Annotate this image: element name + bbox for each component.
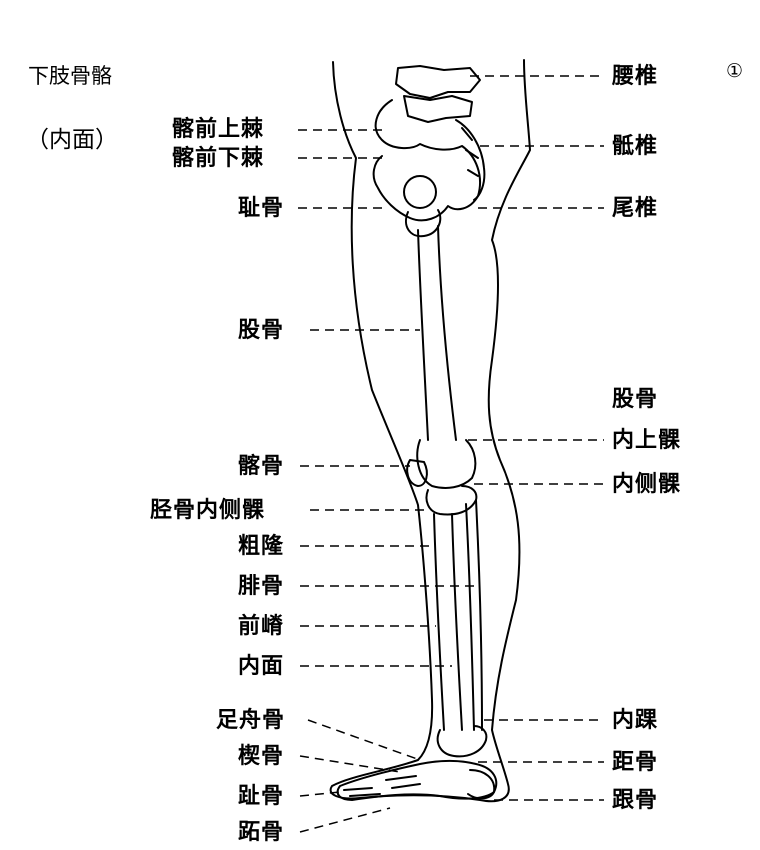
femur-head (405, 209, 442, 238)
figure-title: 下肢骨骼 (28, 64, 112, 88)
label-ilium-superior-spine: 髂前上棘 (172, 116, 265, 142)
label-coccyx: 尾椎 (612, 195, 659, 221)
label-tibia-medial-condyle: 胫骨内侧髁 (150, 497, 266, 523)
figure-subtitle: （内面） (26, 127, 118, 153)
toe-lines (343, 775, 421, 797)
tibia-shaft-left (433, 513, 445, 731)
fibula-shaft (465, 503, 475, 731)
tibia-shaft-right (451, 513, 463, 731)
body-outline-front (329, 59, 531, 803)
label-cuneiform: 楔骨 (238, 743, 285, 769)
label-medial-condyle: 内侧髁 (612, 471, 682, 497)
femur-condyles (416, 439, 477, 489)
sacrum (455, 119, 486, 201)
femur-shaft-right (437, 225, 457, 441)
label-pubis: 耻骨 (238, 195, 285, 221)
label-medial-surface: 内面 (238, 653, 285, 679)
label-talus: 距骨 (612, 749, 659, 775)
acetabulum (403, 175, 437, 209)
label-fibula: 腓骨 (238, 573, 285, 599)
label-patella: 髂骨 (238, 453, 285, 479)
label-femur-heading: 股骨 (612, 386, 659, 412)
leader-phalanges (299, 791, 341, 797)
label-anterior-crest: 前嵴 (238, 613, 285, 639)
pelvis (372, 99, 481, 222)
label-calcaneus: 跟骨 (612, 787, 659, 813)
label-medial-epicondyle: 内上髁 (612, 427, 682, 453)
label-phalanges: 趾骨 (238, 783, 285, 809)
ankle (436, 725, 488, 758)
calcaneus-shape (467, 769, 496, 800)
patella-shape (406, 459, 428, 487)
foot-bones (336, 760, 498, 801)
label-metatarsals: 跖骨 (238, 819, 285, 845)
label-medial-malleolus: 内踝 (612, 707, 659, 733)
tibia-head (425, 485, 478, 516)
leader-cuneiform (299, 755, 401, 773)
label-femur: 股骨 (238, 317, 285, 343)
label-ilium-inferior-spine: 髂前下棘 (172, 145, 265, 171)
plate-number: ① (726, 60, 744, 82)
lumbar-vertebrae (395, 65, 481, 123)
label-sacrum: 骶椎 (612, 133, 659, 159)
femur-shaft-left (417, 229, 429, 441)
label-lumbar: 腰椎 (612, 63, 659, 89)
label-navicular: 足舟骨 (216, 707, 286, 733)
label-tuberosity: 粗隆 (238, 533, 285, 559)
fibula-shaft-inner (475, 499, 483, 731)
leader-metatarsals (299, 807, 391, 833)
leader-navicular (307, 719, 421, 761)
